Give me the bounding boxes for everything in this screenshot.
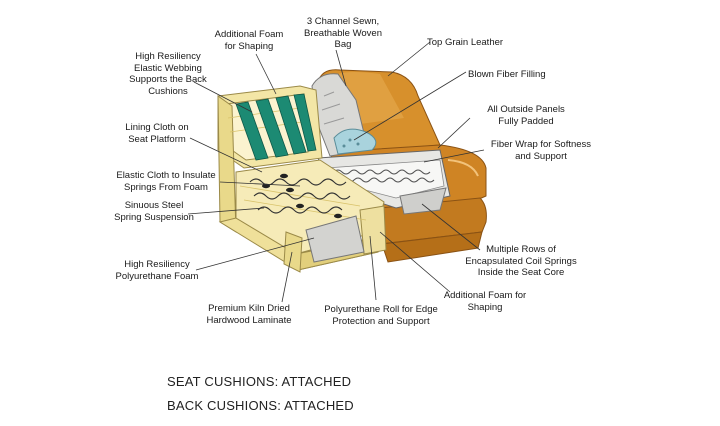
- callout-top-grain-leather: Top Grain Leather: [427, 37, 504, 48]
- callout-additional-foam-bottom: Additional Foam for Shaping: [443, 290, 527, 313]
- seat-core: [317, 149, 451, 215]
- callout-kiln-dried-hardwood: Premium Kiln Dried Hardwood Laminate: [206, 303, 292, 326]
- callout-additional-foam-top: Additional Foam for Shaping: [214, 29, 284, 52]
- back-cushions-note: BACK CUSHIONS: ATTACHED: [167, 398, 354, 413]
- callout-sinuous-steel: Sinuous Steel Spring Suspension: [114, 200, 194, 223]
- callout-elastic-cloth: Elastic Cloth to Insulate Springs From F…: [116, 170, 216, 193]
- callout-coil-springs: Multiple Rows of Encapsulated Coil Sprin…: [465, 244, 577, 278]
- callout-lining-cloth: Lining Cloth on Seat Platform: [125, 122, 189, 145]
- callout-resiliency-foam: High Resiliency Polyurethane Foam: [115, 259, 199, 282]
- callout-polyurethane-roll: Polyurethane Roll for Edge Protection an…: [324, 304, 438, 327]
- callout-outside-panels: All Outside Panels Fully Padded: [487, 104, 565, 127]
- callout-blown-fiber: Blown Fiber Filling: [468, 69, 546, 80]
- spring-clips: [262, 173, 342, 219]
- front-foam-pad: [305, 215, 365, 263]
- elastic-webbing: [235, 93, 317, 161]
- callout-elastic-webbing: High Resiliency Elastic Webbing Supports…: [129, 51, 207, 97]
- seat-cushions-note: SEAT CUSHIONS: ATTACHED: [167, 374, 352, 389]
- fiber-filling: [311, 73, 377, 157]
- callout-three-channel-sewn: 3 Channel Sewn, Breathable Woven Bag: [304, 16, 382, 50]
- callout-fiber-wrap: Fiber Wrap for Softness and Support: [490, 139, 592, 162]
- callout-leaders: [187, 41, 485, 303]
